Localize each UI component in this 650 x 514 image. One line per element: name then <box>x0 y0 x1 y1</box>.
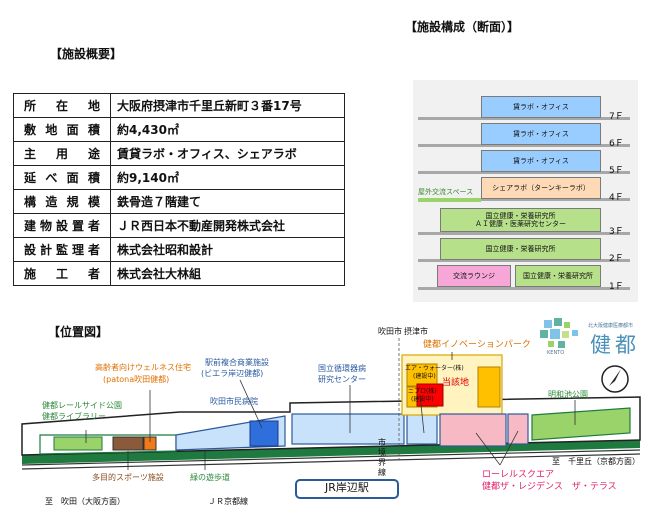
station-complex-label-2: (ビエラ岸辺健都) <box>201 369 264 378</box>
floor-5-use: 賃ラボ・オフィス <box>481 150 601 172</box>
floor-slab <box>418 198 630 201</box>
laurel-label-1: ローレルスクエア <box>482 470 555 480</box>
wellness-label-2: (patona吹田健都) <box>103 375 170 384</box>
meiwa-park <box>531 407 631 441</box>
boundary-label-3: 界 <box>378 458 386 467</box>
floor-3-use: 国立健康・栄養研究所 ＡＩ健康・医薬研究センター <box>440 208 601 232</box>
logo-main-text: 健都 <box>590 333 640 357</box>
suita-city-label: 吹田市 <box>378 327 402 336</box>
floor-slab <box>418 144 630 147</box>
floor-1-institute: 国立健康・栄養研究所 <box>515 265 601 287</box>
overview-table: 所在地大阪府摂津市千里丘新町３番17号 敷地面積約4,430㎡ 主用途賃貸ラボ・… <box>13 93 345 286</box>
site-label: 当該地 <box>442 378 470 388</box>
map-heading: 【位置図】 <box>48 325 109 339</box>
ncvc-label-1: 国立循環器病 <box>318 364 366 373</box>
section-heading: 【施設構成（断面）】 <box>405 20 520 34</box>
laurel-square-annex <box>507 413 529 445</box>
station-label: JR岸辺駅 <box>325 481 369 494</box>
nipro-label-1: ニプロ(株) <box>408 388 437 395</box>
floor-slab <box>418 259 630 262</box>
floor-slab <box>418 117 630 120</box>
hospital-label: 吹田市民病院 <box>210 397 258 406</box>
air-water-label-1: エア・ウォーター(株) <box>405 365 464 372</box>
rail-side-park <box>53 436 103 451</box>
floor-label: 3Ｆ <box>609 227 624 237</box>
table-row: 敷地面積約4,430㎡ <box>13 117 345 142</box>
north-arrow-icon <box>601 365 629 393</box>
floor-2-use: 国立健康・栄養研究所 <box>440 238 601 260</box>
rail-park-label-2: 健都ライブラリー <box>42 412 106 421</box>
table-row: 所在地大阪府摂津市千里丘新町３番17号 <box>13 93 345 118</box>
sports-label: 多目的スポーツ施設 <box>92 473 164 482</box>
boundary-label-2: 境 <box>378 448 386 457</box>
rail-park-label-1: 健都レールサイド公園 <box>42 401 122 410</box>
ncvc-annex <box>406 413 438 445</box>
project-site <box>416 383 444 407</box>
floor-label: 2Ｆ <box>609 254 624 264</box>
logo-small-text: 北大阪健康医療都市 <box>588 323 634 329</box>
promenade-label: 緑の遊歩道 <box>190 473 230 482</box>
sports-facility <box>112 436 144 451</box>
floor-label: 6Ｆ <box>609 139 624 149</box>
to-senrioka-label: 至 千里丘（京都方面） <box>552 457 640 466</box>
meiwa-park-label: 明和池公園 <box>548 390 588 399</box>
station-complex-label-1: 駅前複合商業施設 <box>205 358 269 367</box>
floor-7-use: 賃ラボ・オフィス <box>481 96 601 118</box>
company-plot <box>477 366 501 408</box>
kento-logo-mark <box>538 318 582 350</box>
wellness-label-1: 高齢者向けウェルネス住宅 <box>95 363 191 372</box>
ncvc-label-2: 研究センター <box>318 375 366 384</box>
floor-label: 1Ｆ <box>609 282 624 292</box>
ncvc-block <box>291 413 405 445</box>
settsu-city-label: 摂津市 <box>404 327 428 336</box>
floor-label: 5Ｆ <box>609 166 624 176</box>
floor-slab <box>418 287 630 290</box>
table-row: 延べ面積約9,140㎡ <box>13 165 345 190</box>
floor-slab <box>418 171 630 174</box>
railway-line <box>21 453 641 470</box>
logo-sub: KENTO <box>547 350 565 356</box>
floor-slab <box>418 232 630 235</box>
to-suita-label: 至 吹田（大阪方面） <box>45 497 125 506</box>
outdoor-space-label: 屋外交流スペース <box>418 188 474 196</box>
innovation-park-label: 健都イノベーションパーク <box>423 340 531 350</box>
station-box <box>295 479 399 499</box>
floor-label: 7Ｆ <box>609 112 624 122</box>
floor-label: 4Ｆ <box>609 193 624 203</box>
nipro-label-2: (建設中) <box>411 396 434 403</box>
railway-line <box>21 449 641 466</box>
boundary-label-4: 線 <box>378 468 386 477</box>
table-row: 主用途賃貸ラボ・オフィス、シェアラボ <box>13 141 345 166</box>
floor-1-lounge: 交流ラウンジ <box>437 265 511 287</box>
overview-heading: 【施設概要】 <box>50 47 123 61</box>
floor-6-use: 賃ラボ・オフィス <box>481 123 601 145</box>
laurel-label-2: 健都ザ・レジデンス ザ・テラス <box>482 482 617 492</box>
table-row: 施工者株式会社大林組 <box>13 261 345 286</box>
air-water-label-2: (建設中) <box>413 373 436 380</box>
laurel-square <box>439 413 507 447</box>
station-complex <box>249 420 279 447</box>
outdoor-space <box>418 198 481 202</box>
floor-4-use: シェアラボ（ターンキーラボ） <box>481 177 601 199</box>
boundary-label-1: 市 <box>378 438 386 447</box>
jr-kyoto-line-label: ＪＲ京都線 <box>208 497 248 506</box>
